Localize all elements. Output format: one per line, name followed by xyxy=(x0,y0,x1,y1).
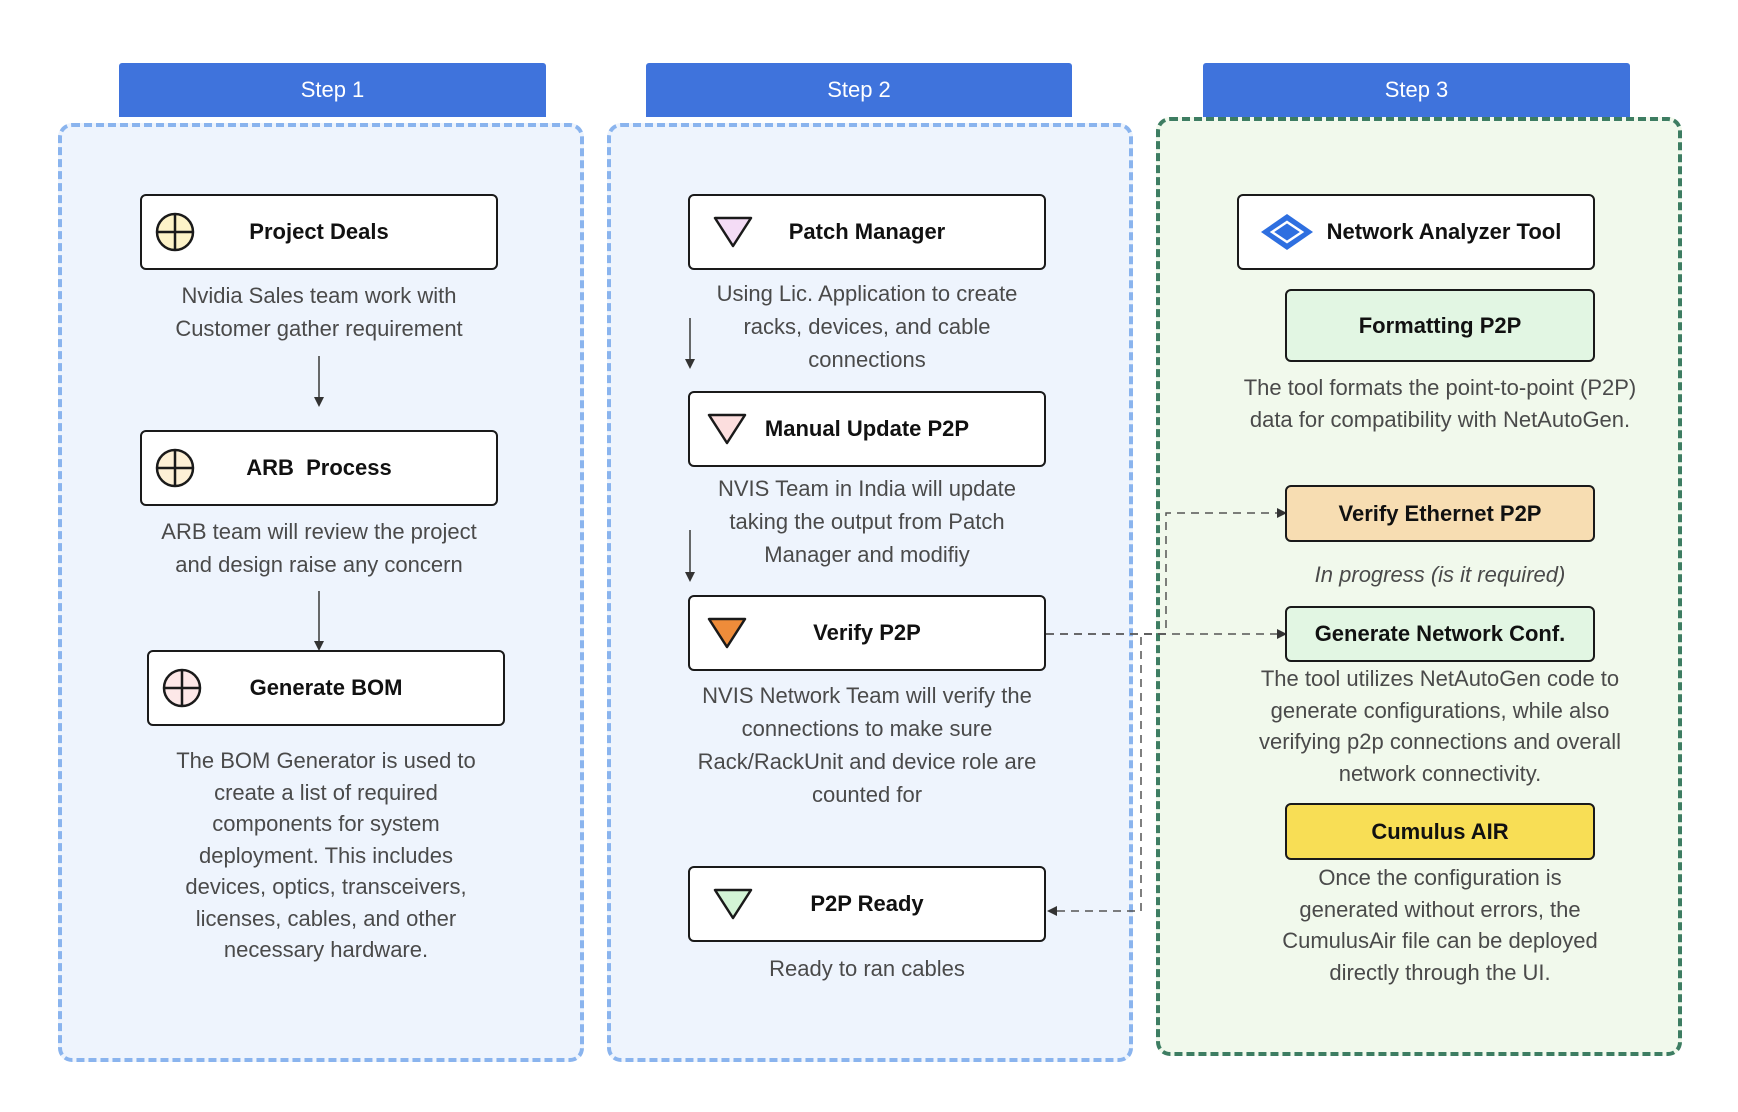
node-label: Network Analyzer Tool xyxy=(1326,219,1562,244)
node-network-analyzer-tool[interactable]: Network Analyzer Tool xyxy=(1237,194,1595,270)
node-label: P2P Ready xyxy=(810,891,924,916)
crosshair-circle-icon xyxy=(154,211,196,253)
node-p2p-ready[interactable]: P2P Ready xyxy=(688,866,1046,942)
node-label: Verify Ethernet P2P xyxy=(1338,500,1542,526)
node-label: Generate Network Conf. xyxy=(1314,621,1566,646)
crosshair-circle-icon xyxy=(154,447,196,489)
node-generate-bom[interactable]: Generate BOM xyxy=(147,650,505,726)
node-description: NVIS Team in India will update taking th… xyxy=(718,476,1016,567)
node-description: In progress (is it required) xyxy=(1314,562,1566,587)
step-1-header: Step 1 xyxy=(119,63,546,117)
node-description: Ready to ran cables xyxy=(769,956,965,981)
crosshair-circle-icon xyxy=(161,667,203,709)
triangle-down-icon xyxy=(712,215,754,249)
node-manual-update-p2p[interactable]: Manual Update P2P xyxy=(688,391,1046,467)
node-description: Nvidia Sales team work with Customer gat… xyxy=(175,283,463,341)
node-label: Generate BOM xyxy=(249,675,403,700)
node-label: Project Deals xyxy=(249,219,389,244)
triangle-down-icon xyxy=(706,616,748,650)
node-verify-ethernet-p2p[interactable]: Verify Ethernet P2P xyxy=(1285,485,1595,542)
step-2-header: Step 2 xyxy=(646,63,1072,117)
diamond-icon xyxy=(1259,212,1315,252)
triangle-down-icon xyxy=(706,412,748,446)
node-description: NVIS Network Team will verify the connec… xyxy=(697,683,1037,807)
node-label: Manual Update P2P xyxy=(764,416,970,441)
step-3-panel xyxy=(1156,117,1682,1056)
triangle-down-icon xyxy=(712,887,754,921)
node-project-deals[interactable]: Project Deals xyxy=(140,194,498,270)
step-1-panel xyxy=(58,123,584,1062)
step-3-header: Step 3 xyxy=(1203,63,1630,117)
connector-generate-to-ready xyxy=(1047,633,1166,916)
node-description: The tool utilizes NetAutoGen code to gen… xyxy=(1258,666,1621,786)
node-label: Verify P2P xyxy=(813,620,921,645)
node-label: Cumulus AIR xyxy=(1371,818,1509,844)
cross-step-connectors xyxy=(1046,508,1287,916)
node-label: Patch Manager xyxy=(788,219,946,244)
node-cumulus-air[interactable]: Cumulus AIR xyxy=(1285,803,1595,860)
node-formatting-p2p[interactable]: Formatting P2P xyxy=(1285,289,1595,362)
node-arb-process[interactable]: ARB Process xyxy=(140,430,498,506)
node-label: ARB Process xyxy=(246,455,392,480)
node-generate-network-conf[interactable]: Generate Network Conf. xyxy=(1285,606,1595,662)
node-description: ARB team will review the project and des… xyxy=(161,519,477,577)
node-description: The tool formats the point-to-point (P2P… xyxy=(1243,375,1637,432)
node-verify-p2p[interactable]: Verify P2P xyxy=(688,595,1046,671)
node-patch-manager[interactable]: Patch Manager xyxy=(688,194,1046,270)
node-description: The BOM Generator is used to create a li… xyxy=(176,748,476,962)
node-label: Formatting P2P xyxy=(1358,312,1522,338)
node-description: Once the configuration is generated with… xyxy=(1282,865,1598,985)
node-description: Using Lic. Application to create racks, … xyxy=(716,281,1018,372)
